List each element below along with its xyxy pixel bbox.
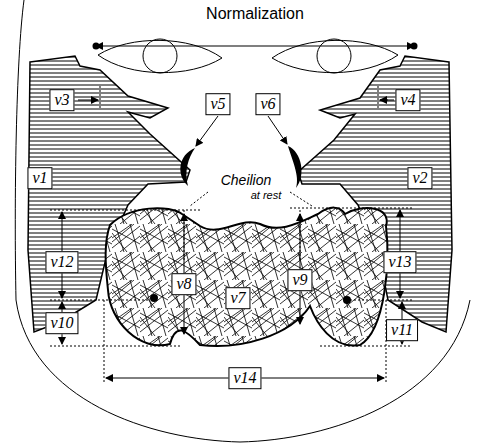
variable-label: v1 [27,167,52,189]
normalization-label: Normalization [204,5,306,23]
cheilion-label: Cheilion [219,173,274,188]
cheilion-note: at rest [249,189,284,201]
variable-label: v6 [255,93,280,115]
dimension-label: v7 [225,287,250,309]
variable-label: v4 [395,89,420,111]
variable-label: v3 [49,89,74,111]
dimension-label: v11 [386,319,418,341]
dimension-label: v14 [228,367,261,389]
dimension-label: v13 [383,251,416,273]
dimension-label: v10 [45,312,78,334]
dimension-label: v8 [171,273,196,295]
dimension-label: v12 [45,251,78,273]
variable-label: v5 [205,93,230,115]
dimension-label: v9 [287,269,312,291]
variable-label: v2 [407,167,432,189]
